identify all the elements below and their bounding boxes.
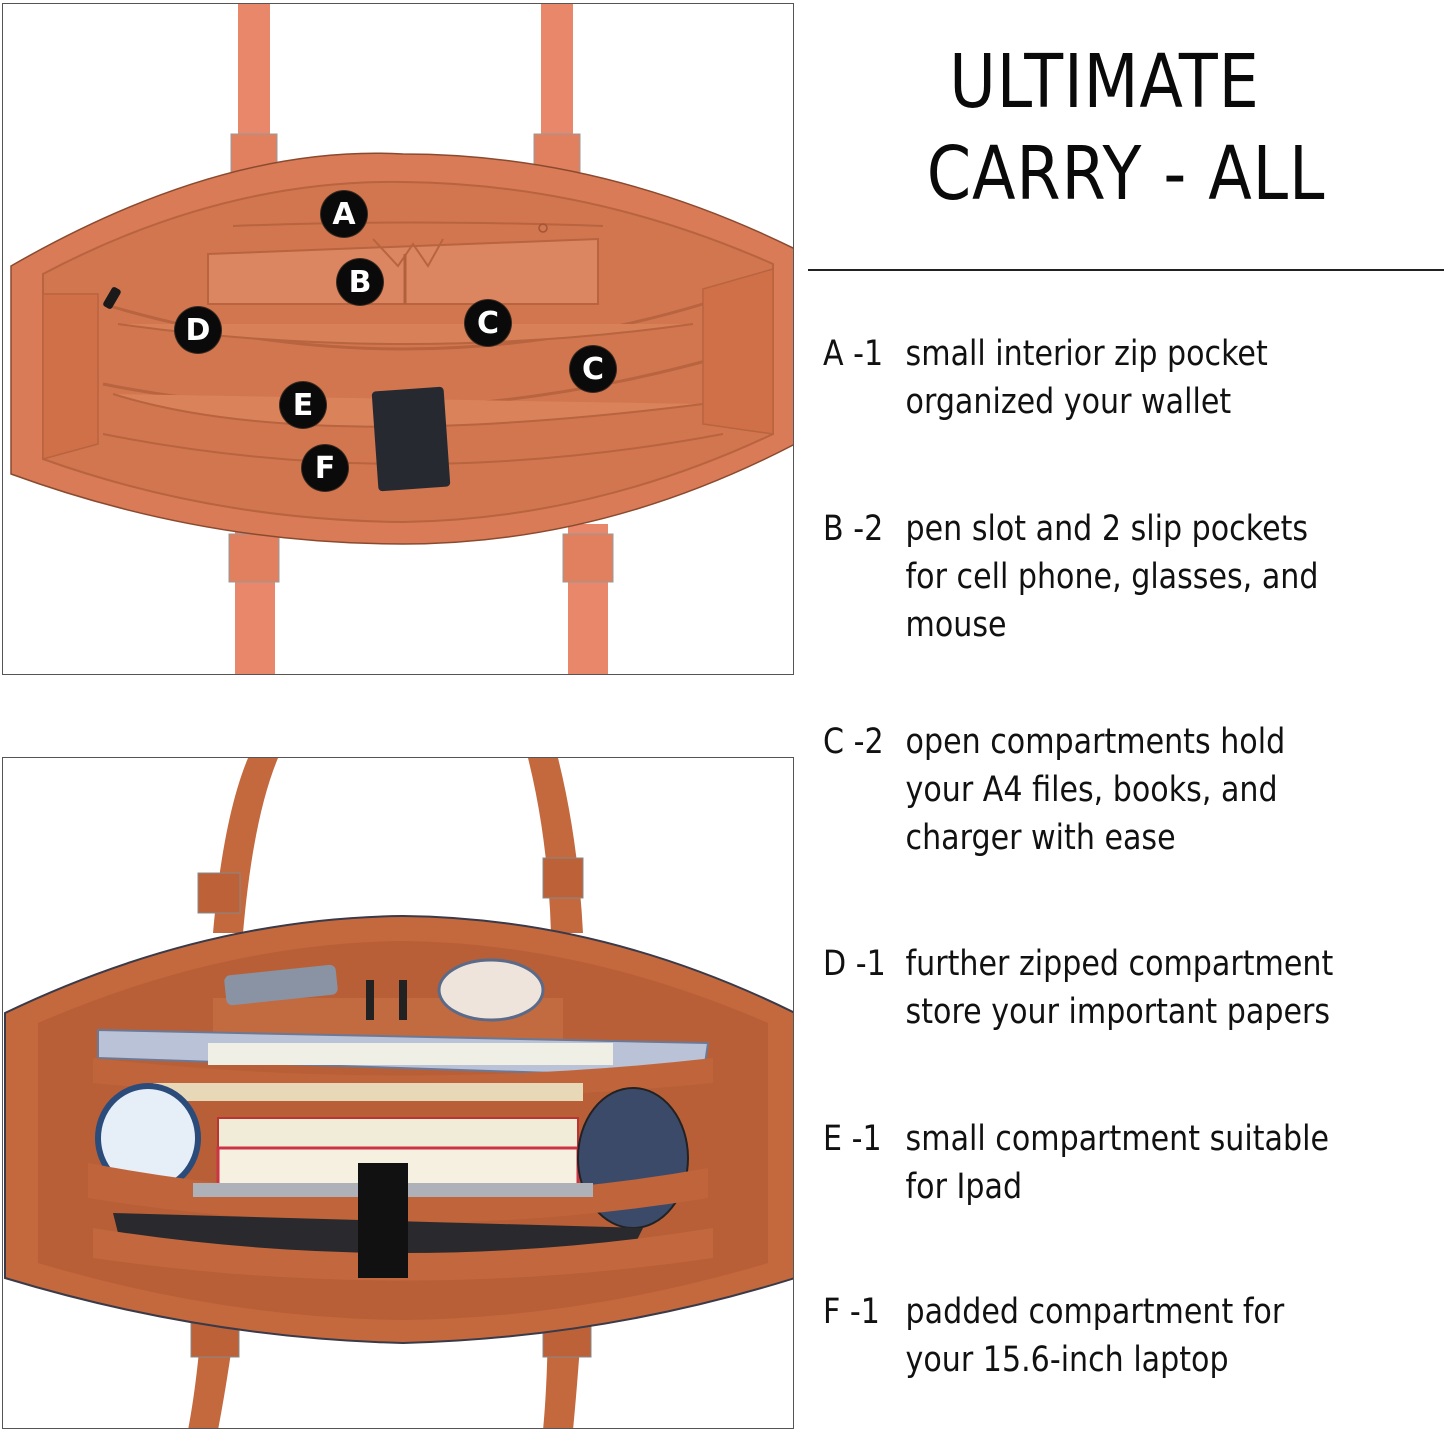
feature-text: your A4 files, books, and [905, 770, 1278, 810]
feature-key: C -2 [823, 722, 884, 762]
feature-item-e: E -1 small compartment suitable for Ipad [823, 1115, 1356, 1211]
bag-illustration-top [10, 4, 793, 674]
marker-c-2: C [570, 346, 616, 392]
title-line-2: CARRY - ALL [926, 131, 1326, 217]
feature-item-b: B -2 pen slot and 2 slip pockets for cell… [823, 505, 1356, 649]
page-title: ULTIMATE CARRY - ALL [853, 36, 1400, 220]
feature-text: for Ipad [905, 1167, 1023, 1207]
feature-text: further zipped compartment [905, 944, 1334, 984]
marker-c-1: C [465, 300, 511, 346]
feature-key: F -1 [823, 1292, 880, 1332]
feature-item-d: D -1 further zipped compartment store you… [823, 940, 1356, 1036]
labeled-bag-interior-image: A B C C D E F [2, 3, 794, 675]
feature-item-f: F -1 padded compartment for your 15.6-inc… [823, 1288, 1356, 1384]
feature-text: small interior zip pocket [905, 334, 1268, 374]
marker-d: D [175, 307, 221, 353]
feature-text: mouse [905, 605, 1007, 645]
feature-text: for cell phone, glasses, and [905, 557, 1319, 597]
feature-key: A -1 [823, 334, 884, 374]
bag-illustration-bottom [4, 758, 793, 1428]
feature-text: store your important papers [905, 992, 1331, 1032]
feature-text: small compartment suitable [905, 1119, 1329, 1159]
marker-e: E [280, 382, 326, 428]
feature-text: pen slot and 2 slip pockets [905, 509, 1309, 549]
marker-f: F [302, 445, 348, 491]
feature-text: organized your wallet [905, 382, 1232, 422]
marker-a: A [321, 191, 367, 237]
feature-text: your 15.6-inch laptop [905, 1340, 1229, 1380]
marker-b: B [337, 259, 383, 305]
feature-text: charger with ease [905, 818, 1176, 858]
title-divider [808, 269, 1444, 271]
feature-text: padded compartment for [905, 1292, 1285, 1332]
feature-key: D -1 [823, 944, 886, 984]
feature-key: E -1 [823, 1119, 882, 1159]
packed-bag-image [2, 757, 794, 1429]
feature-text: open compartments hold [905, 722, 1286, 762]
feature-item-a: A -1 small interior zip pocket organized … [823, 330, 1356, 426]
feature-key: B -2 [823, 509, 884, 549]
feature-item-c: C -2 open compartments hold your A4 files… [823, 718, 1356, 862]
title-line-1: ULTIMATE [949, 39, 1260, 125]
